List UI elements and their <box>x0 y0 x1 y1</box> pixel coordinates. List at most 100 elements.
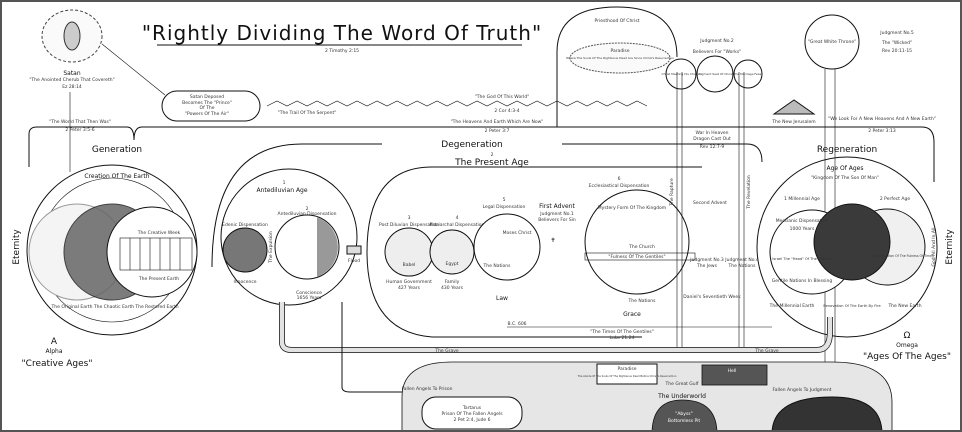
messianic-years: 1000 Years <box>790 226 815 232</box>
disp-title: Legal Dispensation <box>483 204 526 210</box>
underworld-title: The Underworld <box>657 393 706 400</box>
satan-ref: Ez 28:14 <box>62 84 82 90</box>
paradise-underworld-label: Paradise <box>617 366 636 372</box>
disp-title: Post Diluvian Dispensation <box>379 222 439 228</box>
conscience-years: 1656 Years <box>297 295 322 301</box>
marriage-feast-circle <box>733 59 763 89</box>
generation-title: Generation <box>92 145 142 155</box>
first-advent-title: First Advent <box>539 203 575 210</box>
satan-desc: "The Anointed Cherub That Covereth" <box>29 77 114 83</box>
alpha-symbol: Α <box>51 337 58 347</box>
restored-earth-globe <box>106 206 198 298</box>
paradise-underworld-box <box>596 363 658 385</box>
god-of-world-label: "The God Of This World" <box>475 94 530 100</box>
disp-nations: The Nations <box>628 298 657 304</box>
tartarus-box <box>421 396 523 430</box>
present-age-num: 2 <box>491 152 494 158</box>
regeneration-circle <box>756 156 938 338</box>
disp-place: Moses Christ <box>503 230 532 236</box>
church-label: The Church <box>628 244 655 250</box>
paradise-heaven-label: Paradise <box>610 48 629 54</box>
great-white-throne-label: "Great White Throne" <box>808 39 856 45</box>
world-then-was-label: "The World That Then Was" <box>49 119 111 125</box>
tartarus-desc: Prison Of The Fallen Angels <box>441 411 503 417</box>
fulness-gentiles-band <box>584 252 696 261</box>
satan-deposed-box <box>161 90 261 122</box>
fulness-gentiles-label: "Fulness Of The Gentiles" <box>608 254 665 260</box>
christ-meeting-label: Christ Meeting His Church <box>661 72 700 76</box>
omega-symbol: Ω <box>904 331 911 341</box>
antediluvian-age-circle <box>220 168 358 306</box>
judgment-5-ref: Rev 20:11-15 <box>882 48 912 54</box>
second-advent-label: Second Advent <box>693 200 727 206</box>
omega-label: Omega <box>896 342 918 349</box>
new-jerusalem-label: The New Jerusalem <box>771 119 815 125</box>
revelation-label: The Revelation <box>746 175 752 210</box>
disp-num: 4 <box>456 215 459 221</box>
conscience-label: Conscience <box>296 290 322 296</box>
great-gulf-label: The Great Gulf <box>665 381 699 387</box>
flood-label: Flood <box>348 258 360 264</box>
god-of-world-ref: 2 Cor 4:3-4 <box>494 108 519 114</box>
chaotic-earth-label: The Chaotic Earth <box>93 304 134 310</box>
perfect-age: 2 Perfect Age <box>880 196 910 202</box>
new-jerusalem-icon <box>772 99 816 115</box>
creative-week-label: The Creative Week <box>137 230 181 236</box>
diagram-title: "Rightly Dividing The Word Of Truth" <box>142 21 542 45</box>
creation-label: Creation Of The Earth <box>84 173 149 180</box>
disp-years: 427 Years <box>398 285 421 291</box>
degeneration-title: Degeneration <box>441 140 502 150</box>
disp-nations: The Nations <box>483 263 512 269</box>
millennial-age: 1 Millennial Age <box>784 196 820 202</box>
law-label: Law <box>496 295 508 302</box>
satan-deposed-text: Becomes The "Prince" <box>182 100 232 106</box>
judgment-1-sub: Believers For Sin <box>538 217 576 223</box>
present-age-frame <box>366 166 702 338</box>
judgment-5: Judgment No.5 <box>879 30 914 36</box>
antediluvian-disp-label: Antediluvian Dispensation <box>278 211 337 217</box>
original-earth-label: The Original Earth <box>51 304 93 310</box>
heavens-line <box>28 126 935 182</box>
judgment-2-sub: Believers For "Works" <box>693 49 742 55</box>
kingdom-son-of-man: "Kingdom Of The Son Of Man" <box>811 175 879 181</box>
world-then-was-ref: 2 Peter 3:5-6 <box>65 127 94 133</box>
paradise-cloud <box>569 42 671 74</box>
judgment-4-sub: The Nations <box>728 263 757 269</box>
gentile-nations: Gentile Nations In Blessing <box>772 278 833 284</box>
eternity-left: Eternity <box>12 229 22 265</box>
satan-deposed-text: Satan Deposed <box>190 94 224 100</box>
abyss-label: "Abyss" <box>675 411 692 417</box>
babel-globe <box>384 227 434 277</box>
underworld-dome <box>401 361 893 430</box>
creative-ages-caption: "Creative Ages" <box>22 359 93 369</box>
judgment-5-sub: The "Wicked" <box>881 40 912 46</box>
grave-label-2: The Grave <box>754 348 779 354</box>
antediluvian-num: 1 <box>283 180 286 186</box>
judgment-1: Judgment No.1 <box>539 211 574 217</box>
bottomless-pit <box>651 399 718 430</box>
priesthood-dome <box>556 6 678 127</box>
times-gentiles-label: "The Times Of The Gentiles" <box>590 329 654 335</box>
renovation-fire-globe <box>813 203 891 281</box>
judgment-4: Judgment No.4 <box>724 257 759 263</box>
eden-globe <box>222 227 268 273</box>
new-heavens-label: "We Look For A New Heavens And A New Ear… <box>828 116 936 122</box>
millennial-earth-label: The Millennial Earth <box>769 303 815 309</box>
legal-globe <box>473 213 541 281</box>
restored-earth-label: The Restored Earth <box>134 304 178 310</box>
expulsion-label: The Expulsion <box>268 231 274 264</box>
israel-head-label: Israel The "Head" Of The Nations <box>772 257 831 261</box>
new-heavens-ref: 2 Peter 3:13 <box>868 128 896 134</box>
antediluvian-disp-num: 2 <box>306 206 309 212</box>
lake-of-fire <box>771 396 883 430</box>
title-reference: 2 Timothy 2:15 <box>325 48 359 54</box>
war-in-heaven: War In Heaven <box>695 130 728 136</box>
christ-meeting-church-circle <box>665 58 697 90</box>
heavens-now-label: "The Heavens And Earth Which Are Now" <box>451 119 544 125</box>
messianic-disp: Messianic Dispensation <box>776 218 829 224</box>
rapture-label: The Rapture <box>669 178 675 207</box>
war-in-heaven-ref: Rev 12:7-9 <box>700 144 725 150</box>
grave-channel <box>279 302 833 353</box>
disp-num: 6 <box>618 176 621 182</box>
